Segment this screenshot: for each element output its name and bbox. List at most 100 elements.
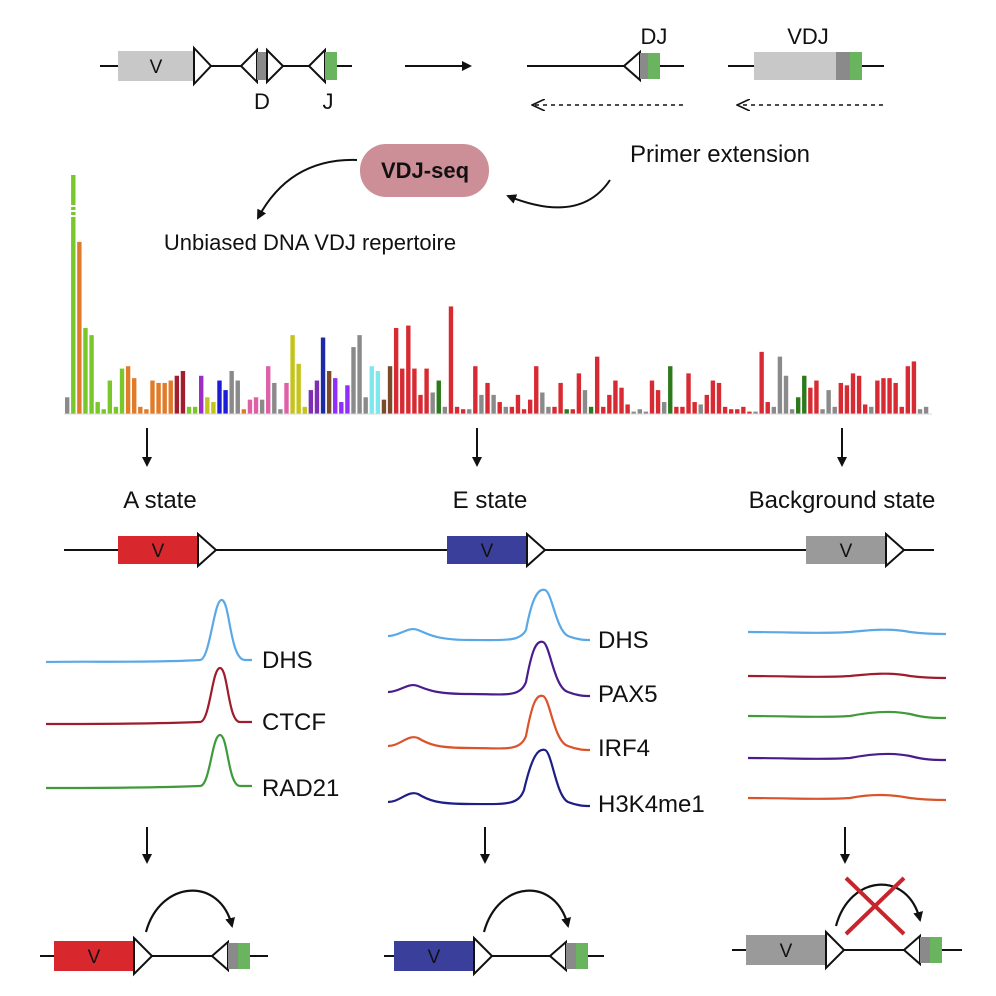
repertoire-bar bbox=[558, 382, 563, 414]
repertoire-bar bbox=[229, 370, 234, 414]
j-segment bbox=[238, 943, 250, 969]
repertoire-bar bbox=[119, 368, 125, 414]
repertoire-bar bbox=[138, 406, 143, 414]
repertoire-bar bbox=[643, 411, 649, 414]
rss-triangle bbox=[622, 49, 641, 83]
repertoire-bar bbox=[302, 406, 307, 414]
a-track-label-rad21: RAD21 bbox=[262, 775, 339, 802]
a-dhs-track bbox=[45, 598, 252, 664]
e-track-label-dhs: DHS bbox=[598, 627, 649, 654]
repertoire-bar bbox=[345, 385, 350, 414]
a-ctcf-track bbox=[45, 666, 252, 726]
repertoire-bar bbox=[722, 406, 728, 414]
repertoire-bar bbox=[168, 380, 173, 414]
repertoire-bar bbox=[680, 406, 685, 414]
e-irf4-track bbox=[387, 694, 591, 752]
primer-extension-label: Primer extension bbox=[630, 141, 810, 168]
repertoire-bar bbox=[710, 380, 716, 414]
repertoire-bar bbox=[363, 397, 368, 414]
repertoire-bar bbox=[351, 347, 356, 414]
dj-product: DJ bbox=[527, 24, 684, 105]
repertoire-bar bbox=[515, 394, 521, 414]
repertoire-bar bbox=[881, 378, 886, 414]
repertoire-bar bbox=[862, 404, 868, 414]
repertoire-bar bbox=[655, 390, 661, 414]
repertoire-bar bbox=[521, 409, 527, 414]
repertoire-bar bbox=[266, 366, 271, 414]
repertoire-bar bbox=[576, 373, 582, 414]
rss-triangle bbox=[197, 531, 218, 569]
a-state-v-segment bbox=[118, 536, 198, 564]
repertoire-bar bbox=[71, 175, 76, 414]
repertoire-bar bbox=[253, 397, 259, 414]
repertoire-bar bbox=[923, 406, 929, 414]
repertoire-bar bbox=[649, 380, 655, 414]
d-segment bbox=[920, 937, 930, 963]
recombination-arc bbox=[144, 889, 235, 933]
repertoire-bar bbox=[808, 387, 813, 414]
curved-arrow-to-repertoire bbox=[257, 158, 358, 220]
repertoire-bar bbox=[107, 380, 113, 414]
rss-triangle bbox=[307, 47, 326, 85]
repertoire-bar bbox=[741, 406, 746, 414]
repertoire-bar bbox=[436, 380, 441, 414]
axis-break-mark bbox=[70, 205, 76, 207]
e-pax5-track bbox=[387, 640, 591, 698]
a-rad21-track bbox=[45, 733, 252, 790]
repertoire-bar bbox=[83, 327, 88, 414]
v-label: V bbox=[428, 947, 441, 968]
repertoire-bar bbox=[278, 409, 283, 414]
repertoire-bar bbox=[789, 409, 795, 414]
j-segment bbox=[325, 52, 337, 80]
repertoire-bar bbox=[753, 411, 758, 414]
e-state-v-segment bbox=[447, 536, 527, 564]
j-segment bbox=[576, 943, 588, 969]
repertoire-bar bbox=[534, 366, 539, 414]
v-label: V bbox=[152, 541, 165, 562]
recombination-arc bbox=[834, 883, 923, 927]
v-label: V bbox=[88, 947, 101, 968]
repertoire-bar bbox=[582, 390, 588, 414]
repertoire-bar bbox=[850, 373, 856, 414]
repertoire-bar bbox=[777, 356, 783, 414]
repertoire-bar bbox=[783, 375, 789, 414]
repertoire-bar bbox=[564, 409, 569, 414]
repertoire-bar bbox=[625, 404, 630, 414]
repertoire-bar bbox=[601, 406, 606, 414]
repertoire-bar bbox=[668, 366, 673, 414]
repertoire-bar bbox=[339, 402, 344, 414]
repertoire-bar bbox=[211, 402, 216, 414]
repertoire-bar bbox=[387, 366, 393, 414]
repertoire-bar bbox=[314, 380, 320, 414]
rss-triangle bbox=[885, 531, 906, 569]
rss-triangle bbox=[473, 935, 494, 977]
dj-label: DJ bbox=[641, 24, 668, 49]
repertoire-bar bbox=[485, 382, 490, 414]
e-track-label-h3k4me1: H3K4me1 bbox=[598, 791, 705, 818]
repertoire-bar bbox=[144, 409, 149, 414]
repertoire-bar bbox=[747, 411, 752, 414]
a-state-label: A state bbox=[123, 487, 196, 514]
repertoire-bar bbox=[594, 356, 600, 414]
v-segment bbox=[394, 941, 474, 971]
background-state-no-recombination: V bbox=[732, 876, 962, 971]
rss-triangle bbox=[548, 939, 567, 973]
repertoire-bar bbox=[174, 375, 180, 414]
repertoire-bar bbox=[820, 409, 825, 414]
repertoire-bar bbox=[893, 382, 898, 414]
repertoire-bar bbox=[552, 406, 557, 414]
v-label: V bbox=[780, 941, 793, 962]
repertoire-bar bbox=[473, 366, 478, 414]
repertoire-bar bbox=[728, 409, 734, 414]
repertoire-bar bbox=[412, 368, 417, 414]
repertoire-bar bbox=[704, 394, 709, 414]
repertoire-bar bbox=[460, 409, 466, 414]
repertoire-bar bbox=[241, 409, 247, 414]
repertoire-bar bbox=[375, 370, 381, 414]
repertoire-bar bbox=[607, 394, 612, 414]
background-state-v-segment bbox=[806, 536, 886, 564]
rss-triangle bbox=[133, 935, 154, 977]
repertoire-bar bbox=[393, 327, 399, 414]
repertoire-bar bbox=[674, 406, 679, 414]
